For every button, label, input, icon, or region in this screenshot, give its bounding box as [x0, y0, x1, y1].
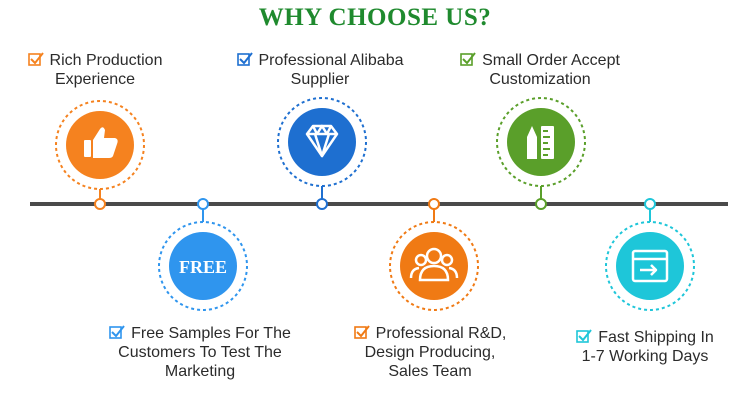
- checkbox-icon: [576, 328, 592, 344]
- icon-circle: [288, 108, 356, 176]
- dotted-ring: [55, 100, 145, 190]
- feature-3-label: Professional Alibaba Supplier: [220, 51, 420, 89]
- checkbox-icon: [460, 51, 476, 67]
- checkbox-icon: [236, 51, 253, 67]
- checkbox-icon: [27, 51, 44, 67]
- timeline-dot: [644, 198, 656, 210]
- feature-1-graphic: [55, 100, 145, 210]
- timeline-dot: [428, 198, 440, 210]
- feature-5-graphic: [496, 97, 586, 210]
- feature-3-graphic: [277, 97, 367, 210]
- feature-2-label: Free Samples For The Customers To Test T…: [95, 324, 305, 381]
- checkbox-icon: [353, 324, 370, 340]
- free-tag-icon: FREE: [179, 257, 227, 277]
- diamond-icon: [305, 124, 339, 158]
- timeline-dot: [94, 198, 106, 210]
- page-title: WHY CHOOSE US?: [258, 4, 492, 31]
- dotted-ring: [277, 97, 367, 187]
- feature-4-label: Professional R&D, Design Producing, Sale…: [335, 324, 525, 381]
- timeline-dot: [535, 198, 547, 210]
- feature-6-graphic: [605, 198, 695, 311]
- dotted-ring: [158, 221, 248, 311]
- team-icon: [409, 247, 459, 282]
- dotted-ring: [389, 221, 479, 311]
- feature-4-graphic: [389, 198, 479, 311]
- timeline-dot: [316, 198, 328, 210]
- tools-icon: [527, 126, 554, 159]
- dotted-ring: [605, 221, 695, 311]
- icon-circle: [169, 232, 237, 300]
- icon-circle: [616, 232, 684, 300]
- feature-6-label: Fast Shipping In 1-7 Working Days: [555, 328, 735, 366]
- feature-2-graphic: FREE: [158, 198, 248, 311]
- feature-5-label: Small Order Accept Customization: [450, 51, 630, 89]
- shipping-box-icon: [631, 249, 669, 283]
- thumbs-up-icon: [84, 127, 118, 158]
- timeline-dot: [197, 198, 209, 210]
- feature-1-label: Rich Production Experience: [10, 51, 180, 89]
- dotted-ring: [496, 97, 586, 187]
- checkbox-icon: [109, 324, 125, 340]
